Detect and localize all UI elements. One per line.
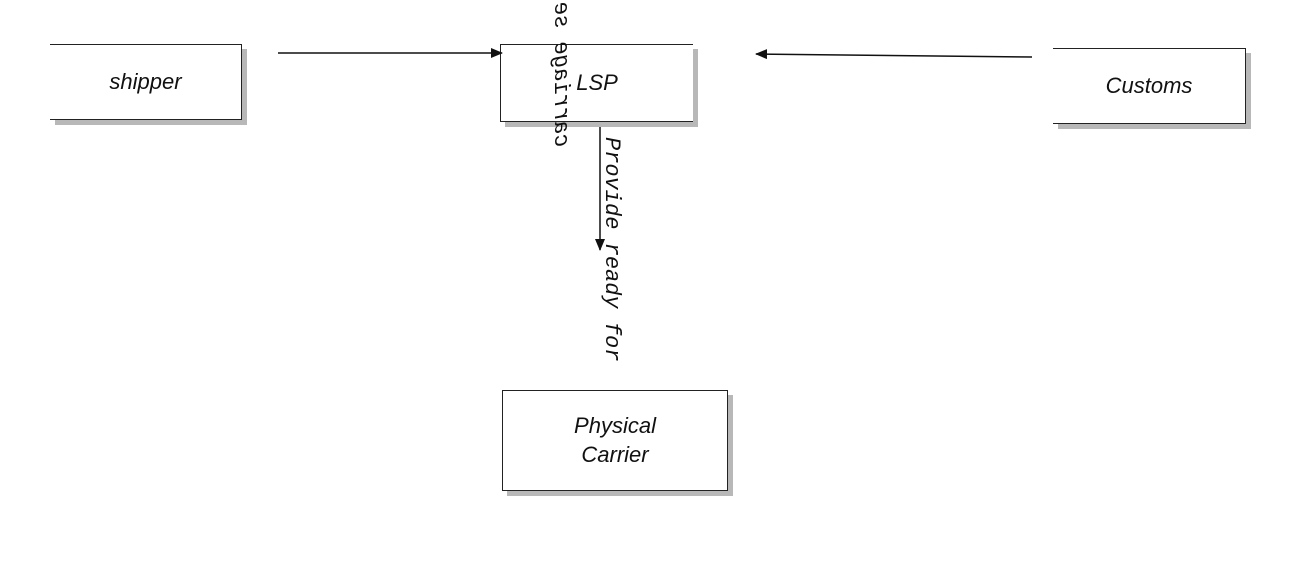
customs-label: Customs (1105, 72, 1193, 98)
provide-ready-label: Provide ready for (599, 137, 624, 362)
physical-carrier-node: Physical Carrier (502, 390, 728, 491)
shipper-label: shipper (109, 68, 182, 94)
carrier-label-line2: Carrier (581, 441, 649, 467)
customs-node: Customs (1053, 48, 1246, 124)
lsp-node: LSP (500, 44, 693, 122)
lsp-label: LSP (576, 69, 618, 95)
arrow-customs-to-lsp (755, 49, 1033, 60)
carrier-label-line1: Physical (574, 412, 656, 438)
shipper-node: shipper (50, 44, 242, 120)
carriage-service-label: carriage service (548, 0, 573, 147)
